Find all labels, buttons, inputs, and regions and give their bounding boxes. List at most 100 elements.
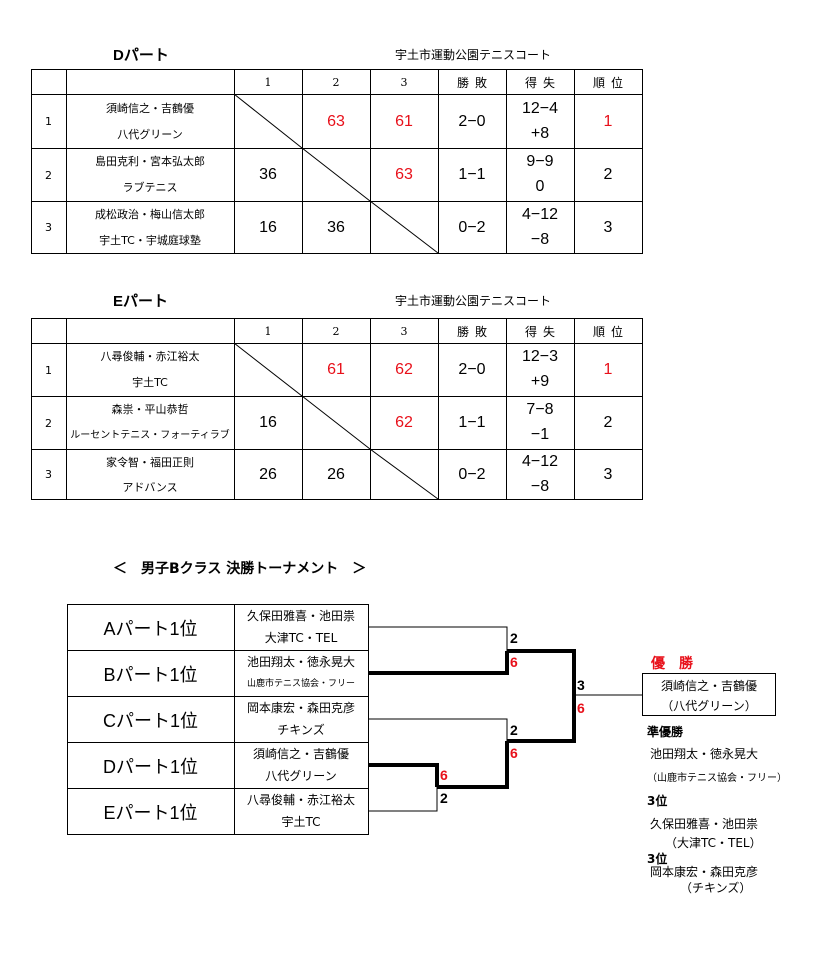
rank-cell: 3 <box>603 465 613 483</box>
slot-c-label: Cパート1位 <box>102 710 198 731</box>
slot-d-label: Dパート1位 <box>102 756 198 777</box>
score-cell: 62 <box>395 414 413 431</box>
row-number: 3 <box>45 221 52 234</box>
header-win-loss: 勝敗 <box>456 75 493 90</box>
third-place-2-label: 3位 <box>647 852 668 866</box>
games-diff: 4−12 <box>521 206 559 223</box>
score-final-bottom: 6 <box>577 700 585 716</box>
net-games: 0 <box>535 178 545 195</box>
champion-box: 須崎信之・吉鶴優 （八代グリーン） <box>642 673 776 716</box>
score-ab-top: 2 <box>510 630 518 646</box>
rank-cell: 3 <box>603 218 613 236</box>
player-club: 八代グリーン <box>117 127 183 141</box>
slot-b-club: 山鹿市テニス協会・フリー <box>246 678 355 689</box>
player-club: ルーセントテニス・フォーティラブ <box>70 429 230 441</box>
win-loss: 1−1 <box>458 166 486 183</box>
score-cde-bottom: 6 <box>510 745 518 761</box>
games-diff: 12−3 <box>521 348 559 365</box>
part-e-title: Eパート <box>113 293 169 310</box>
score-cell: 61 <box>395 112 413 130</box>
slot-d-names: 須崎信之・吉鶴優 <box>252 746 349 761</box>
score-cell: 26 <box>259 465 277 483</box>
score-de-bottom: 2 <box>440 790 448 806</box>
slot-a-names: 久保田雅喜・池田祟 <box>246 608 355 623</box>
slot-e-names: 八尋俊輔・赤江裕太 <box>246 792 355 807</box>
net-games: −8 <box>530 231 550 248</box>
slot-a-label: Aパート1位 <box>103 618 198 639</box>
champion-club: （八代グリーン） <box>661 698 757 713</box>
header-rank: 順位 <box>592 75 629 90</box>
third-place-1-names: 久保田雅喜・池田祟 <box>650 817 759 831</box>
score-ab-bottom: 6 <box>510 654 518 670</box>
header-goal-diff: 得失 <box>524 324 561 339</box>
player-names: 成松政治・梅山信太郎 <box>95 207 205 221</box>
games-diff: 12−4 <box>521 100 559 117</box>
player-names: 森祟・平山恭哲 <box>111 402 189 416</box>
runner-up-names: 池田翔太・徳永晃大 <box>650 747 759 761</box>
header-col2: 2 <box>332 75 340 89</box>
win-loss: 1−1 <box>458 414 486 431</box>
net-games: −8 <box>530 478 550 495</box>
player-names: 家令智・福田正則 <box>106 455 194 469</box>
row-number: 1 <box>45 363 52 377</box>
header-rank: 順位 <box>592 324 629 339</box>
header-col3: 3 <box>400 324 408 338</box>
win-loss: 2−0 <box>458 112 486 130</box>
header-col2: 2 <box>332 324 340 338</box>
slot-e-label: Eパート1位 <box>103 802 198 823</box>
score-cell: 16 <box>259 218 277 236</box>
player-names: 島田克利・宮本弘太郎 <box>95 154 205 168</box>
player-names: 八尋俊輔・赤江裕太 <box>100 349 200 363</box>
row-number: 2 <box>45 168 52 182</box>
win-loss: 0−2 <box>458 465 486 483</box>
header-goal-diff: 得失 <box>524 75 561 90</box>
champion-label: 優 勝 <box>651 656 693 672</box>
part-d-venue: 宇土市運動公園テニスコート <box>395 48 552 62</box>
score-cell: 36 <box>259 166 277 183</box>
champion-names: 須崎信之・吉鶴優 <box>660 678 757 693</box>
win-loss: 2−0 <box>458 361 486 378</box>
slot-b-label: Bパート1位 <box>103 664 198 685</box>
header-col1: 1 <box>264 75 272 89</box>
net-games: −1 <box>530 426 550 443</box>
slot-b-names: 池田翔太・徳永晃大 <box>246 654 355 669</box>
net-games: +8 <box>530 125 550 142</box>
part-d-title: Dパート <box>113 47 169 64</box>
part-d-diagonals <box>233 93 439 254</box>
slot-e-club: 宇土TC <box>281 814 321 829</box>
rank-cell: 2 <box>603 166 613 183</box>
net-games: +9 <box>530 373 550 390</box>
score-final-top: 3 <box>577 677 585 693</box>
row-number: 1 <box>45 115 52 128</box>
header-win-loss: 勝敗 <box>456 324 493 339</box>
third-place-1-label: 3位 <box>647 794 668 808</box>
player-club: 宇土TC <box>132 375 168 389</box>
score-cell: 36 <box>327 218 345 236</box>
score-cde-top: 2 <box>510 722 518 738</box>
rank-cell: 1 <box>603 361 613 378</box>
third-place-2-club: （チキンズ） <box>680 881 752 895</box>
player-names: 須崎信之・吉鶴優 <box>106 101 194 115</box>
slot-d-club: 八代グリーン <box>265 768 337 783</box>
row-number: 2 <box>45 416 52 430</box>
part-e-diagonals <box>233 342 439 500</box>
runner-up-club: （山鹿市テニス協会・フリー） <box>647 773 787 784</box>
score-cell: 62 <box>395 361 413 378</box>
third-place-2-names: 岡本康宏・森田克彦 <box>650 865 759 879</box>
player-club: ラブテニス <box>122 180 178 194</box>
rank-cell: 1 <box>603 112 613 130</box>
score-cell: 16 <box>259 414 277 431</box>
games-diff: 7−8 <box>526 401 554 418</box>
header-col1: 1 <box>264 324 272 338</box>
score-de-top: 6 <box>440 767 448 783</box>
player-club: アドバンス <box>122 480 178 494</box>
games-diff: 9−9 <box>526 153 554 170</box>
score-cell: 63 <box>327 112 345 130</box>
slot-c-names: 岡本康宏・森田克彦 <box>246 700 355 715</box>
games-diff: 4−12 <box>521 453 559 470</box>
slot-a-club: 大津TC・TEL <box>264 630 338 645</box>
player-club: 宇土TC・宇城庭球塾 <box>99 233 201 247</box>
score-cell: 61 <box>327 361 345 378</box>
score-cell: 63 <box>395 166 413 183</box>
